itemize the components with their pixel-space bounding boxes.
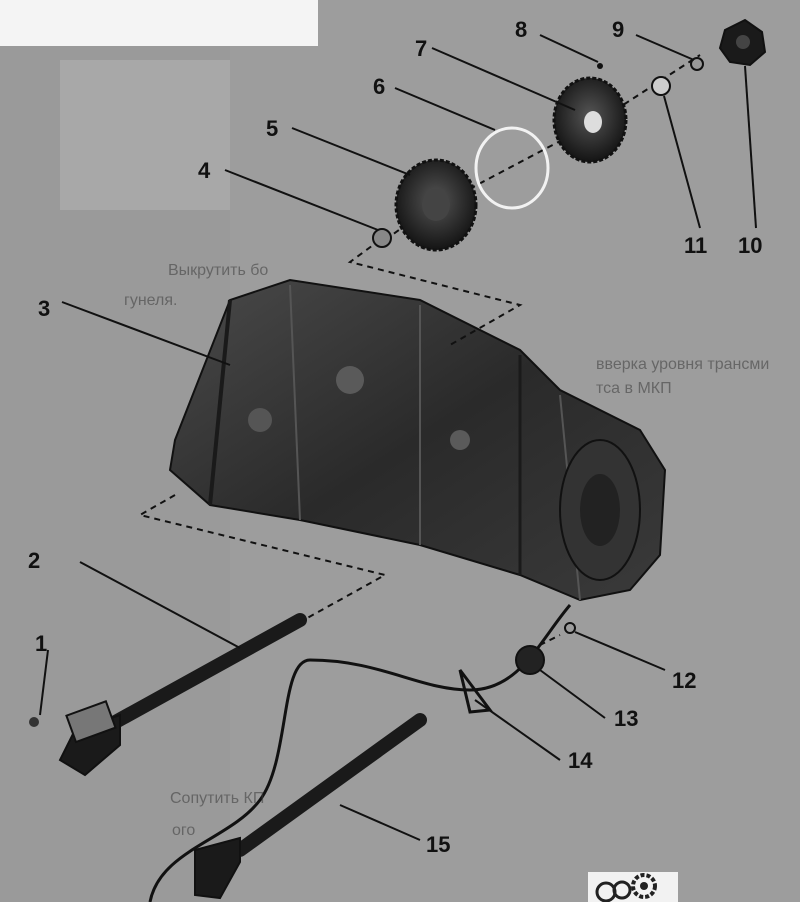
part-7-gear	[552, 76, 628, 164]
callout-10: 10	[738, 233, 763, 258]
callout-2: 2	[28, 548, 41, 573]
background-text: вверка уровня трансми	[596, 356, 770, 373]
background-text: гунеля.	[124, 292, 178, 309]
part-13-seal	[515, 645, 545, 675]
redaction-box	[0, 0, 318, 46]
part-11-ring	[651, 76, 671, 96]
part-9-washer	[690, 57, 704, 71]
gear-logo-icon	[588, 872, 678, 902]
callout-12: 12	[672, 668, 697, 693]
background-text: Сопутить КП	[170, 790, 265, 807]
part-14-bracket	[458, 669, 493, 714]
background-text: тса в МКП	[596, 380, 672, 397]
callout-8: 8	[515, 17, 528, 42]
callout-3: 3	[38, 296, 51, 321]
part-10-nut	[718, 18, 767, 67]
callout-14: 14	[568, 748, 593, 773]
background-panel	[60, 60, 230, 210]
part-15-drive-shaft	[194, 713, 427, 900]
callout-4: 4	[198, 158, 211, 183]
part-5-gear	[394, 158, 478, 252]
hose-line	[148, 604, 572, 902]
part-12-clip	[564, 622, 576, 634]
transmission-housing	[168, 278, 667, 602]
callout-1: 1	[35, 631, 48, 656]
background-text: ого	[172, 822, 196, 839]
part-4-ring	[372, 228, 392, 248]
callout-13: 13	[614, 706, 639, 731]
part-6-oring	[474, 126, 550, 210]
callout-7: 7	[415, 36, 428, 61]
callout-6: 6	[373, 74, 386, 99]
part-8-pin	[597, 63, 603, 69]
part-2-drive-shaft	[58, 613, 307, 777]
callout-9: 9	[612, 17, 625, 42]
callout-15: 15	[426, 832, 451, 857]
callout-11: 11	[684, 233, 708, 258]
background-text: Выкрутить бо	[168, 262, 269, 279]
part-1-bolt	[29, 717, 39, 727]
callout-5: 5	[266, 116, 279, 141]
callout-leaders	[39, 34, 757, 841]
